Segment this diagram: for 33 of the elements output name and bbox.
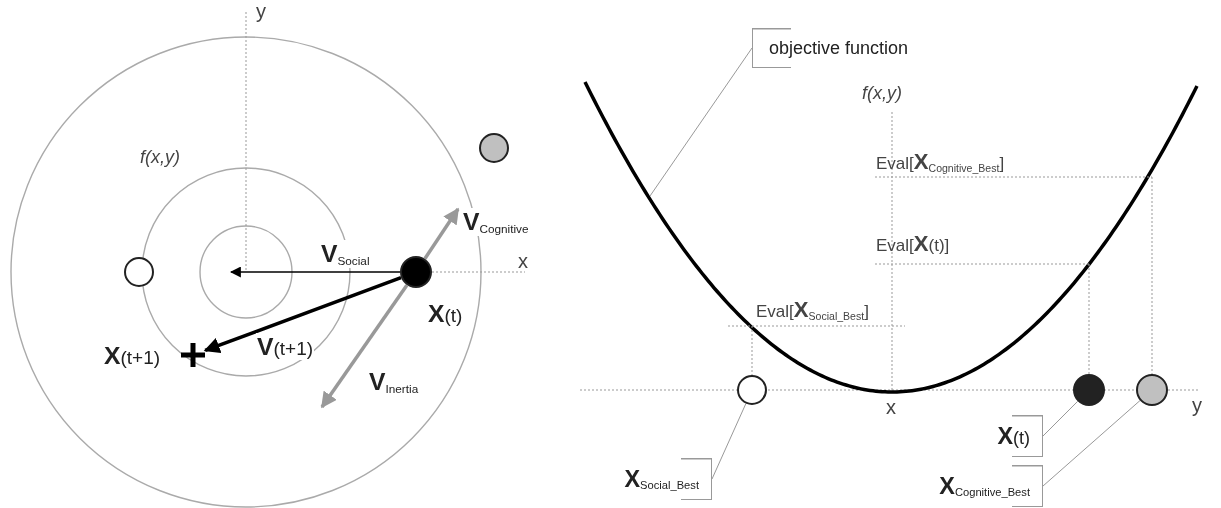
axis-label: y <box>1192 394 1202 416</box>
vector-arrow <box>229 266 401 278</box>
edge-label: V$_{Social}$ <box>320 240 371 268</box>
callout-label: objective function <box>769 37 909 59</box>
plus-marker <box>180 342 206 368</box>
function-label: f(x,y) <box>140 148 180 168</box>
function-label: f(x,y) <box>862 84 902 104</box>
vector-arrow <box>320 284 409 409</box>
leader-line <box>1042 400 1079 437</box>
axis-label: y <box>256 0 266 22</box>
value-label: Eval[X(t)] <box>876 232 950 257</box>
value-label: Eval[X$_{Cognitive_Best}$] <box>876 150 1005 175</box>
particle-dot <box>400 256 432 288</box>
particle-dot <box>1073 374 1105 406</box>
axis-label: x <box>518 250 528 272</box>
callout-label: X(t) <box>997 422 1030 450</box>
edge-label: V(t+1) <box>256 333 315 361</box>
particle-dot <box>737 375 767 405</box>
point-label: X(t+1) <box>104 342 161 370</box>
vector-arrow <box>423 207 460 260</box>
leader-line <box>711 403 747 480</box>
callout-label: X$_{Social_Best}$ <box>624 465 699 493</box>
value-label: Eval[X$_{Social_Best}$] <box>756 298 869 323</box>
particle-dot <box>1136 374 1168 406</box>
edge-label: V$_{Cognitive}$ <box>462 208 530 236</box>
point-label: X(t) <box>428 300 463 328</box>
callout-label: X$_{Cognitive_Best}$ <box>939 472 1030 500</box>
particle-dot <box>479 133 509 163</box>
leader-line <box>649 47 753 197</box>
axis-label: x <box>886 396 896 418</box>
vector-arrow <box>203 275 402 353</box>
leader-line <box>1042 400 1141 487</box>
particle-dot <box>124 257 154 287</box>
